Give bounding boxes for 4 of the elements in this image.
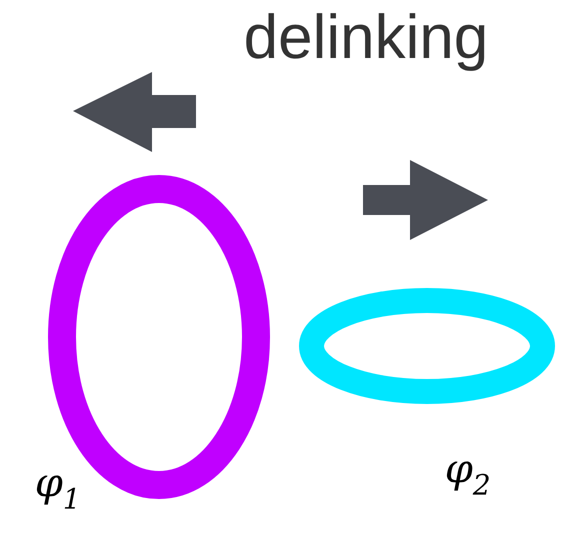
ring-label: φ$_{2}$ (446, 462, 489, 495)
title: delinking (246, 13, 484, 71)
ring-label: φ$_{1}$ (36, 476, 76, 509)
ring (299, 288, 555, 404)
